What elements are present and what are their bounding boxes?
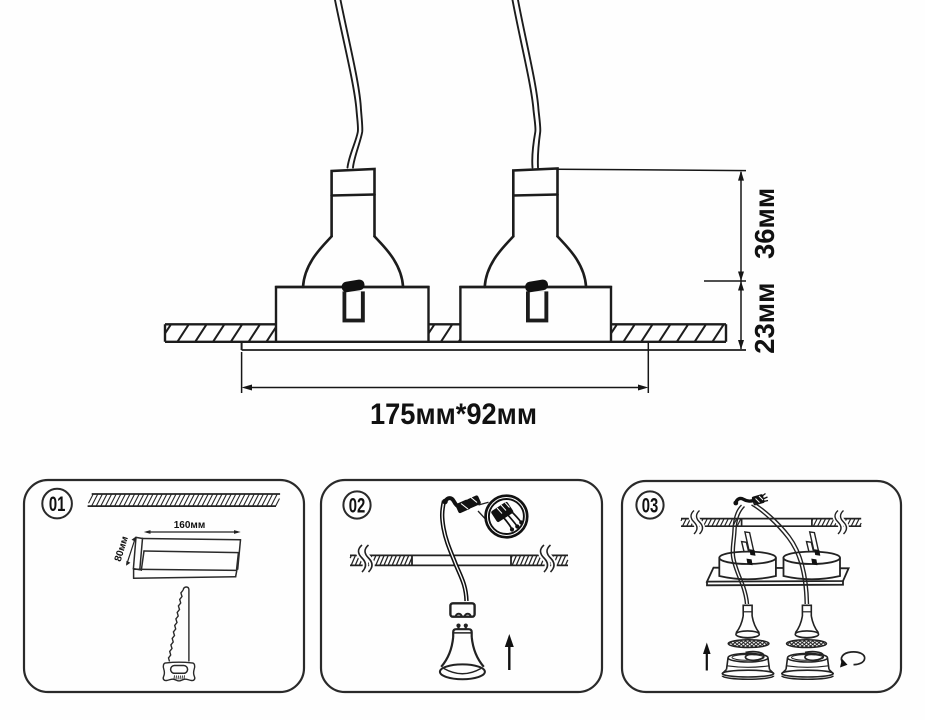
- svg-text:01: 01: [49, 492, 66, 516]
- svg-text:160мм: 160мм: [174, 520, 205, 531]
- svg-text:175мм*92мм: 175мм*92мм: [370, 398, 537, 431]
- svg-text:02: 02: [349, 493, 366, 517]
- svg-text:03: 03: [642, 493, 659, 517]
- svg-text:23мм: 23мм: [749, 283, 780, 354]
- svg-text:36мм: 36мм: [749, 188, 780, 259]
